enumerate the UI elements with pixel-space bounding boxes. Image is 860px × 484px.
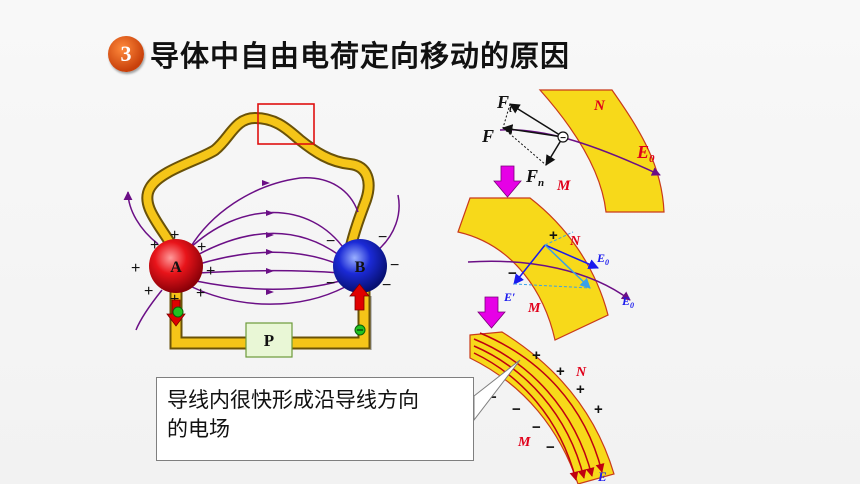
label-m-2: M — [527, 301, 541, 316]
plus-3c: + — [576, 381, 585, 398]
label-n-1: N — [593, 98, 606, 114]
label-n-3: N — [575, 365, 587, 380]
field-line-arrows — [262, 180, 274, 295]
svg-text:+: + — [206, 263, 215, 280]
sphere-a-label: A — [170, 259, 182, 276]
current-arrow-up — [349, 283, 370, 311]
label-fn: Fn — [525, 166, 544, 189]
label-e0-1: E0 — [636, 142, 655, 165]
minus-3a: − — [488, 389, 497, 406]
svg-text:−: − — [382, 277, 391, 294]
plus-3b: + — [556, 363, 565, 380]
label-f: F — [481, 126, 494, 146]
svg-text:+: + — [170, 291, 179, 308]
label-n-2: N — [569, 234, 581, 249]
minus-3b: − — [512, 401, 521, 418]
svg-text:−: − — [378, 229, 387, 246]
label-e-3: E — [597, 469, 607, 484]
electron-symbol: − — [560, 133, 566, 144]
callout-line-2: 的电场 — [167, 417, 230, 441]
minus-3d: − — [546, 439, 555, 456]
label-eprime: E′ — [503, 290, 515, 304]
minus-2: − — [508, 265, 517, 282]
page-title: 导体中自由电荷定向移动的原因 — [150, 39, 571, 73]
callout-line-1: 导线内很快形成沿导线方向 — [167, 388, 419, 412]
circuit-diagram: A B + + + + + + + + − − − − − — [123, 103, 400, 358]
minus-3c: − — [532, 419, 541, 436]
sphere-a — [149, 239, 203, 293]
svg-text:+: + — [170, 227, 179, 244]
label-m-1: M — [556, 178, 571, 194]
svg-text:+: + — [196, 285, 205, 302]
sphere-b-label: B — [355, 259, 366, 276]
label-e0-2a: E0 — [596, 251, 609, 267]
panel-field-composition: + − N M E0 E0 E′ — [457, 197, 634, 341]
highlight-box — [257, 103, 315, 145]
electron-marker-left — [172, 306, 184, 318]
plus-3d: + — [594, 401, 603, 418]
title-row: 3 导体中自由电荷定向移动的原因 — [108, 34, 570, 74]
step-arrow-1 — [493, 165, 522, 198]
plus-2: + — [549, 227, 558, 244]
label-e0-2b: E0 — [621, 294, 634, 310]
plus-3a: + — [532, 347, 541, 364]
panel-force-decomposition: − Ft F Fn N M E0 — [481, 89, 665, 213]
svg-text:+: + — [131, 260, 140, 277]
svg-text:−: − — [390, 257, 399, 274]
svg-text:−: − — [326, 233, 335, 250]
pump-box — [245, 322, 293, 358]
explanation-callout: 导线内很快形成沿导线方向 的电场 — [156, 377, 474, 461]
svg-text:+: + — [144, 283, 153, 300]
sphere-b — [333, 239, 387, 293]
plus-charges-a: + + + + + + + + — [131, 227, 215, 308]
label-m-3: M — [517, 435, 531, 450]
callout-pointer — [473, 359, 521, 422]
minus-charges-b: − − − − − — [326, 229, 399, 294]
section-number-badge: 3 — [108, 36, 144, 72]
step-arrow-2 — [477, 296, 506, 329]
svg-text:−: − — [326, 275, 335, 292]
pump-label: P — [264, 331, 274, 350]
label-ft: Ft — [496, 92, 513, 115]
svg-text:+: + — [150, 237, 159, 254]
panel-resulting-field: + + + + − − − − N M E — [469, 331, 615, 484]
svg-text:+: + — [197, 239, 206, 256]
